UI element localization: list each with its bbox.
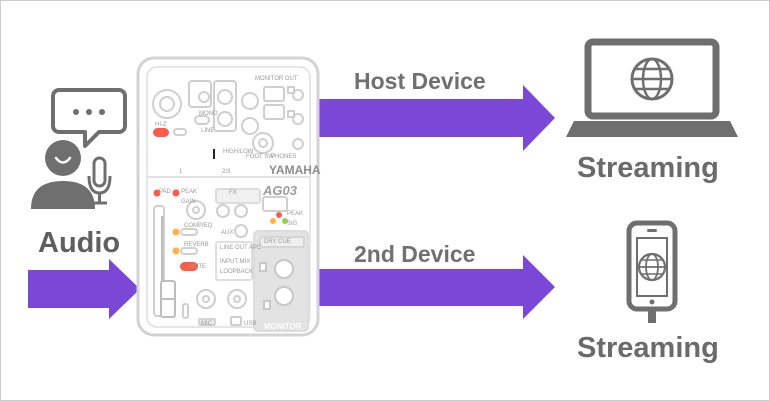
streaming-second-label: Streaming [577, 332, 719, 364]
monitor-out-label: MONITOR OUT [255, 76, 298, 82]
smartphone-icon [626, 220, 678, 323]
loopback-label: LOOPBACK [220, 269, 254, 275]
streaming-host-label: Streaming [577, 152, 719, 184]
hi-z-label: HI-Z [155, 122, 167, 128]
reverb-label: REVERB [184, 242, 209, 248]
audio-label: Audio [38, 227, 121, 259]
input-mix-label: INPUT MIX [220, 259, 251, 265]
audio-input-arrow [28, 259, 140, 319]
aux-label: AUX [221, 230, 234, 236]
host-device-label: Host Device [354, 68, 486, 94]
speech-bubble-icon [51, 88, 127, 148]
dry-cue-label: DRY CUE [264, 239, 291, 245]
model-name: AG03 [263, 183, 297, 198]
channel-2-3-label: 2/3 [222, 169, 231, 175]
user-icon [31, 140, 95, 209]
monitor-label: MONITOR [264, 322, 302, 331]
channel-1-label: 1 [179, 169, 183, 175]
second-device-arrow [317, 255, 555, 319]
line-label: LINE [201, 128, 215, 134]
microphone-icon [87, 156, 112, 205]
gain-label: GAIN [181, 199, 196, 205]
foot-sw-label: FOOT SW [246, 154, 274, 160]
pad-label: PAD [159, 189, 171, 195]
globe-icon [637, 252, 667, 282]
sig-label: SIG [287, 221, 298, 227]
high-low-label: HIGH/LOW [223, 149, 254, 155]
fx-label: FX [229, 190, 237, 196]
peak-label: PEAK [181, 189, 198, 195]
usb-label: USB [244, 321, 257, 327]
mono-label: MONO [199, 111, 218, 117]
mixer-device [136, 56, 320, 337]
globe-icon [630, 57, 674, 101]
second-device-label: 2nd Device [354, 241, 476, 267]
host-device-arrow [317, 85, 555, 151]
line-out-label: LINE OUT APC [220, 245, 262, 251]
brand-logo-text: YAMAHA [269, 163, 321, 177]
comp-eq-label: COMP/EQ [184, 223, 213, 229]
peak-label-right: PEAK [287, 211, 304, 217]
phones-label: PHONES [271, 154, 297, 160]
mute-label: MUTE [189, 264, 206, 270]
mic-label: MIC [201, 321, 212, 327]
